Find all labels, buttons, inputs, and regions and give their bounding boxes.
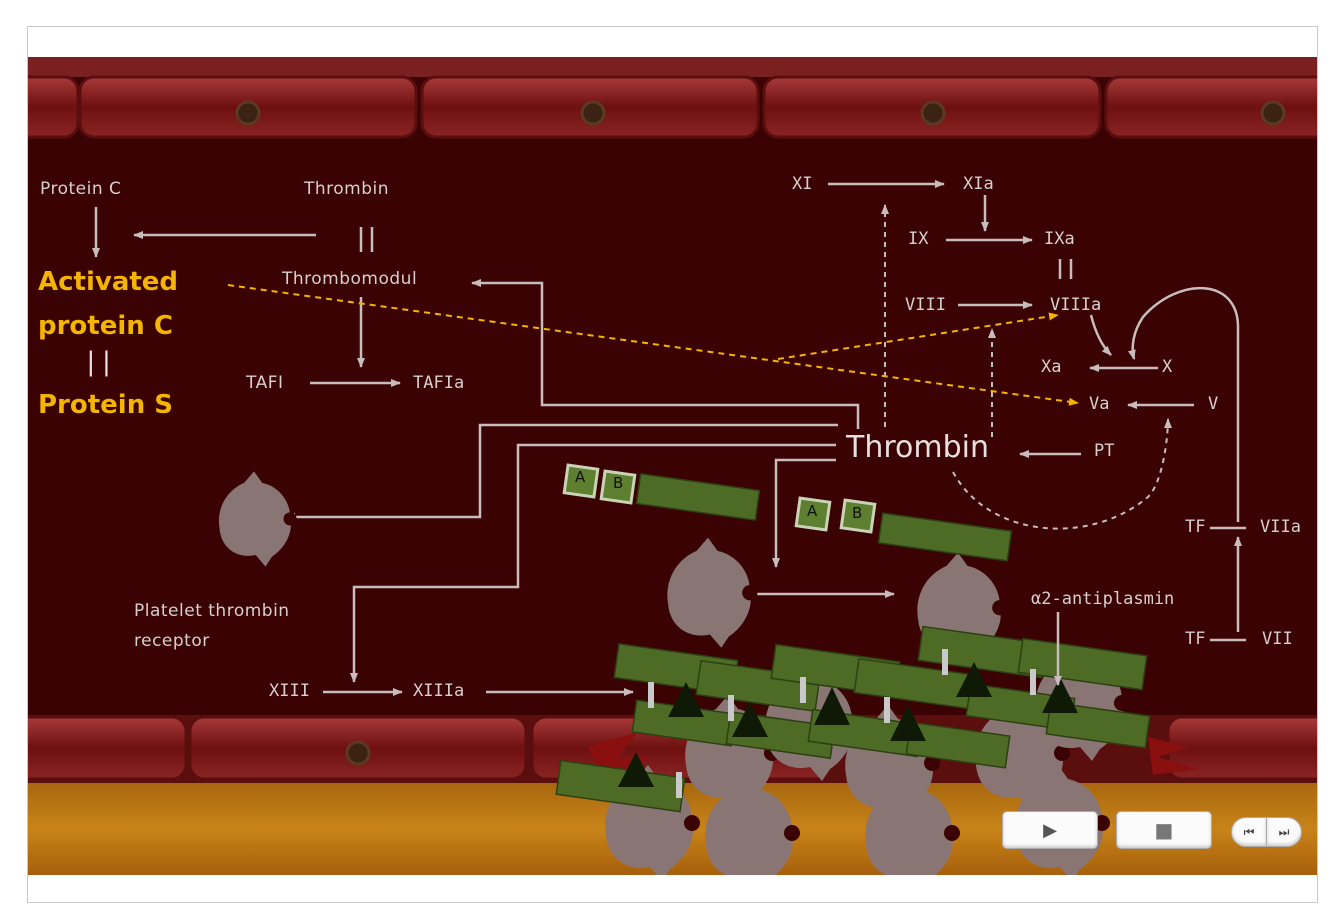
platelet-receptors xyxy=(635,472,1013,562)
previous-button[interactable]: ⏮ xyxy=(1231,817,1267,847)
ab-boxes xyxy=(562,463,877,534)
tf-label-lower: TF xyxy=(1185,629,1206,649)
dashed-thrombin-arrows xyxy=(881,204,1172,530)
top-vessel-wall xyxy=(28,57,1317,139)
factor-x-label: X xyxy=(1162,357,1173,377)
factor-xa-label: Xa xyxy=(1041,357,1062,377)
tafi-label: TAFI xyxy=(246,373,284,393)
antiplasmin-label: α2-antiplasmin xyxy=(1031,589,1175,609)
stop-button[interactable]: ■ xyxy=(1116,811,1212,849)
factor-xiiia-label: XIIIa xyxy=(413,681,465,701)
thrombin-center-label: Thrombin xyxy=(846,430,989,465)
anticoag-arrows xyxy=(92,207,895,696)
factor-xiii-label: XIII xyxy=(269,681,310,701)
factor-vii-label: VII xyxy=(1262,629,1293,649)
factor-viiia-label: VIIIa xyxy=(1050,295,1102,315)
protein-s-label: Protein S xyxy=(38,390,174,420)
tafia-label: TAFIa xyxy=(413,373,465,393)
coagulation-diagram: Protein C Thrombin Thrombomodul Activate… xyxy=(28,57,1317,875)
factor-v-label: V xyxy=(1208,394,1219,414)
apc-protein-s-complex-symbol: || xyxy=(83,347,115,377)
prothrombin-label: PT xyxy=(1094,441,1115,461)
skip-forward-icon: ⏭ xyxy=(1278,824,1290,839)
activated-protein-c-line2: protein C xyxy=(38,311,173,341)
receptor-box-a-2: A xyxy=(807,502,818,520)
stop-icon: ■ xyxy=(1154,818,1174,842)
skip-back-icon: ⏮ xyxy=(1243,824,1255,839)
factor-ixa-label: IXa xyxy=(1044,229,1075,249)
diagram-graphics xyxy=(28,57,1317,875)
platelet-receptor-label-line1: Platelet thrombin xyxy=(134,601,290,621)
play-icon: ▶ xyxy=(1043,819,1057,841)
factor-va-label: Va xyxy=(1089,394,1110,414)
factor-viii-label: VIII xyxy=(905,295,946,315)
receptor-box-b-1: B xyxy=(613,474,624,492)
receptor-box-b-2: B xyxy=(852,504,863,522)
protein-c-label: Protein C xyxy=(40,179,122,199)
platelet-receptor-label-line2: receptor xyxy=(134,631,210,651)
factor-xi-label: XI xyxy=(792,174,813,194)
receptor-box-a-1: A xyxy=(575,468,586,486)
fibrin-mesh xyxy=(555,625,1151,813)
thrombin-label: Thrombin xyxy=(304,179,390,199)
apc-inhibition-arrows xyxy=(227,284,1079,406)
play-button[interactable]: ▶ xyxy=(1002,811,1098,849)
factor-ix-label: IX xyxy=(908,229,929,249)
next-button[interactable]: ⏭ xyxy=(1266,817,1302,847)
activated-protein-c-line1: Activated xyxy=(38,267,179,297)
factor-viia-label: VIIa xyxy=(1260,517,1301,537)
factor-xia-label: XIa xyxy=(963,174,994,194)
cascade-arrows xyxy=(828,180,1246,642)
tf-label-upper: TF xyxy=(1185,517,1206,537)
thrombomodulin-label: Thrombomodul xyxy=(282,269,418,289)
